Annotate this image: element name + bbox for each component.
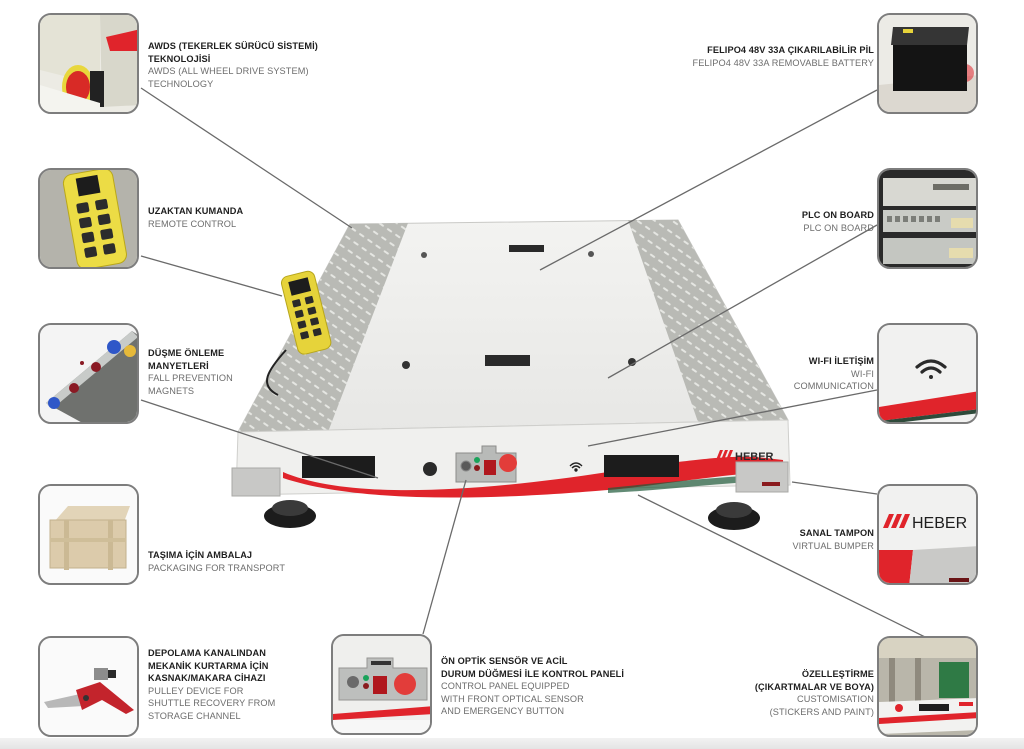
control-panel-title-tr-2: DURUM DÜĞMESİ İLE KONTROL PANELİ [441, 668, 625, 679]
pulley-device-icon [40, 638, 137, 735]
wifi-icon [879, 325, 976, 422]
heber-logo-text: HEBER [912, 515, 967, 532]
battery-thumbnail [877, 13, 978, 114]
bumper-title-en: VIRTUAL BUMPER [792, 540, 874, 551]
wifi-label: WI-FI İLETİŞİM WI-FI COMMUNICATION [794, 355, 874, 393]
battery-label: FELIPO4 48V 33A ÇIKARILABİLİR PİL FELIPO… [692, 44, 874, 69]
awds-title-tr-2: TEKNOLOJİSİ [148, 53, 211, 64]
control-panel-label: ÖN OPTİK SENSÖR ve ACİL DURUM DÜĞMESİ İL… [441, 655, 624, 718]
magnet-rail-icon [40, 325, 137, 422]
custom-label: ÖZELLEŞTİRME (ÇIKARTMALAR VE BOYA) CUSTO… [755, 668, 874, 718]
wheel-drive-icon [40, 15, 137, 112]
awds-title-en: AWDS (ALL WHEEL DRIVE SYSTEM) [148, 66, 309, 77]
bumper-label: SANAL TAMPON VIRTUAL BUMPER [792, 527, 874, 552]
magnets-title-en: FALL PREVENTION [148, 373, 233, 384]
control-panel-thumbnail [331, 634, 432, 735]
shuttle-product-image: HEBER [231, 219, 791, 530]
bumper-title-tr: SANAL TAMPON [799, 528, 874, 538]
pulley-title-tr-3: KASNAK/MAKARA CİHAZI [148, 673, 266, 684]
control-panel-title-en: CONTROL PANEL EQUIPPED [441, 681, 570, 692]
magnets-title-tr-2: MANYETLERİ [148, 360, 209, 371]
pulley-title-en-3: STORAGE CHANNEL [148, 710, 241, 721]
pulley-title-tr-2: MEKANİK KURTARMA İÇİN [148, 660, 269, 671]
custom-title-tr: ÖZELLEŞTİRME [801, 669, 874, 679]
warehouse-shuttle-icon [879, 638, 976, 735]
plc-label: PLC ON BOARD PLC ON BOARD [802, 209, 874, 234]
control-panel-title-en-3: AND EMERGENCY BUTTON [441, 706, 565, 717]
awds-label: AWDS (TEKERLEK SÜRÜCÜ SİSTEMİ) TEKNOLOJİ… [148, 40, 318, 90]
awds-title-tr: AWDS (TEKERLEK SÜRÜCÜ SİSTEMİ) [148, 41, 318, 51]
pulley-title-tr: DEPOLAMA KANALINDAN [148, 648, 266, 658]
remote-thumbnail [38, 168, 139, 269]
packaging-title-tr: TAŞIMA İÇİN AMBALAJ [148, 550, 253, 560]
battery-icon [879, 15, 976, 112]
plc-title-en: PLC ON BOARD [803, 222, 874, 233]
magnets-thumbnail [38, 323, 139, 424]
custom-title-tr-2: (ÇIKARTMALAR VE BOYA) [754, 681, 874, 692]
bumper-thumbnail: HEBER [877, 484, 978, 585]
bottom-strip [0, 738, 1024, 749]
packaging-thumbnail [38, 484, 139, 585]
magnets-title-en-2: MAGNETS [148, 385, 195, 396]
plc-module-icon [879, 170, 976, 267]
battery-title-en: FELIPO4 48V 33A REMOVABLE BATTERY [692, 57, 874, 68]
heber-logo-icon: HEBER [879, 486, 976, 583]
wifi-title-tr: WI-FI İLETİŞİM [808, 356, 874, 366]
magnets-title-tr: DÜŞME ÖNLEME [148, 348, 225, 358]
remote-label: UZAKTAN KUMANDA REMOTE CONTROL [148, 205, 243, 230]
pulley-thumbnail [38, 636, 139, 737]
plc-thumbnail [877, 168, 978, 269]
packaging-title-en: PACKAGING FOR TRANSPORT [148, 562, 286, 573]
magnets-label: DÜŞME ÖNLEME MANYETLERİ FALL PREVENTION … [148, 347, 233, 397]
remote-control-icon [40, 170, 137, 267]
awds-thumbnail [38, 13, 139, 114]
wooden-crate-icon [40, 486, 137, 583]
remote-title-tr: UZAKTAN KUMANDA [148, 206, 244, 216]
custom-thumbnail [877, 636, 978, 737]
wifi-title-en-2: COMMUNICATION [793, 381, 874, 392]
pulley-label: DEPOLAMA KANALINDAN MEKANİK KURTARMA İÇİ… [148, 647, 275, 723]
pulley-title-en: PULLEY DEVICE FOR [148, 685, 244, 696]
remote-title-en: REMOTE CONTROL [148, 218, 237, 229]
battery-title-tr: FELIPO4 48V 33A ÇIKARILABİLİR PİL [707, 45, 874, 55]
awds-title-en-2: TECHNOLOGY [148, 78, 214, 89]
control-panel-title-tr: ÖN OPTİK SENSÖR ve ACİL [441, 656, 568, 666]
svg-text:HEBER: HEBER [735, 451, 774, 463]
plc-title-tr: PLC ON BOARD [801, 210, 874, 220]
control-panel-icon [333, 636, 430, 733]
leader-bumper [791, 481, 878, 495]
custom-title-en-2: (STICKERS AND PAINT) [769, 706, 874, 717]
packaging-label: TAŞIMA İÇİN AMBALAJ PACKAGING FOR TRANSP… [148, 549, 285, 574]
control-panel-title-en-2: WITH FRONT OPTICAL SENSOR [441, 693, 584, 704]
pulley-title-en-2: SHUTTLE RECOVERY FROM [148, 698, 276, 709]
wifi-thumbnail [877, 323, 978, 424]
wifi-title-en: WI-FI [851, 368, 874, 379]
custom-title-en: CUSTOMISATION [796, 694, 874, 705]
